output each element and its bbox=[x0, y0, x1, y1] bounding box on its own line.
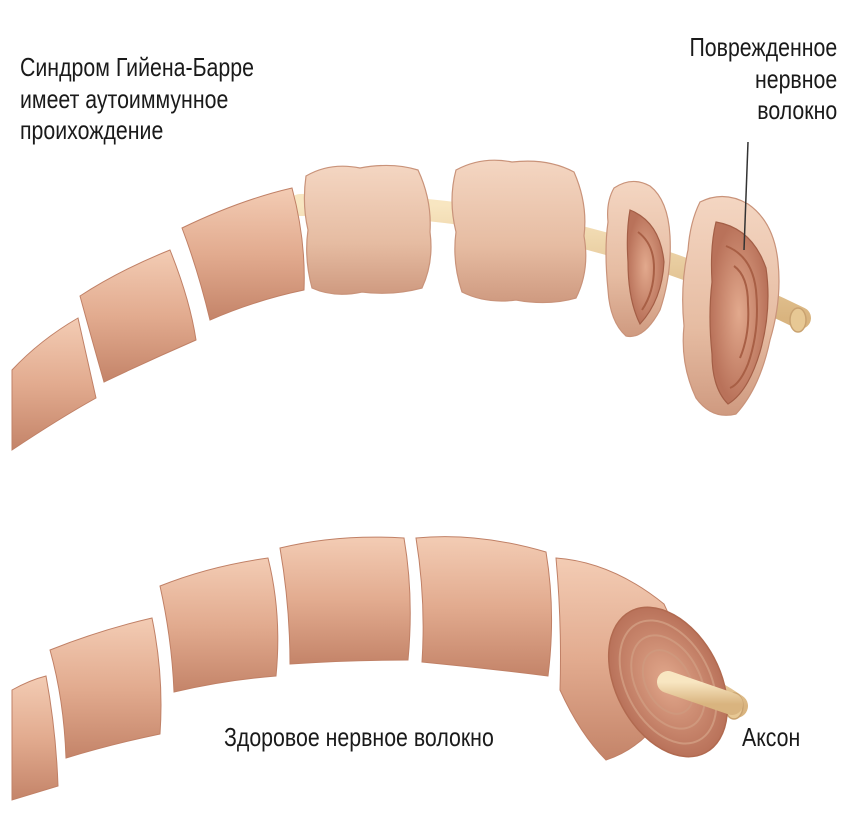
myelin-segment bbox=[12, 676, 58, 800]
axon-label: Аксон bbox=[742, 722, 800, 754]
myelin-segment bbox=[160, 558, 278, 692]
caption-line: проихождение bbox=[20, 115, 254, 147]
label-line: Поврежденное bbox=[689, 32, 837, 64]
upper-myelin-segments bbox=[12, 188, 304, 450]
caption-line: Синдром Гийена-Барре bbox=[20, 52, 254, 84]
healthy-fiber-label: Здоровое нервное волокно bbox=[224, 722, 494, 754]
damaged-segment bbox=[452, 160, 586, 302]
healthy-nerve-fiber bbox=[12, 537, 751, 800]
label-line: волокно bbox=[689, 95, 837, 127]
damaged-segment bbox=[304, 165, 431, 294]
guillain-barre-caption: Синдром Гийена-Барре имеет аутоиммунное … bbox=[20, 52, 254, 147]
myelin-segment bbox=[416, 537, 552, 676]
upper-damaged-segments bbox=[304, 160, 779, 415]
myelin-segment bbox=[182, 188, 304, 320]
damaged-fiber-label: Поврежденное нервное волокно bbox=[689, 32, 837, 127]
caption-line: имеет аутоиммунное bbox=[20, 84, 254, 116]
myelin-segment bbox=[50, 618, 161, 758]
myelin-segment bbox=[80, 250, 196, 382]
lower-myelin-segments bbox=[12, 537, 751, 800]
myelin-segment bbox=[12, 318, 96, 450]
label-line: нервное bbox=[689, 64, 837, 96]
upper-axon-end bbox=[790, 308, 806, 332]
damaged-nerve-fiber bbox=[12, 142, 806, 450]
myelin-segment bbox=[280, 537, 410, 664]
